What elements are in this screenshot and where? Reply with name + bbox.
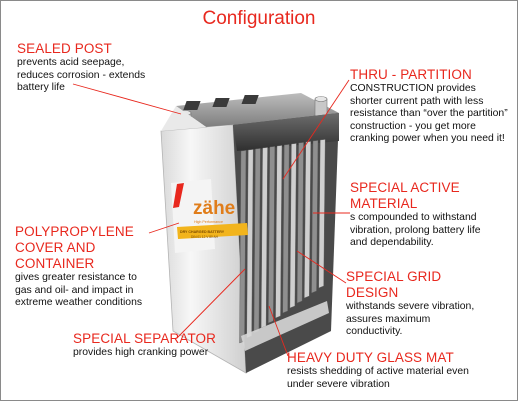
cutaway-interior: [233, 113, 339, 373]
callout-special-grid-design: SPECIAL GRID DESIGN withstands severe vi…: [346, 269, 474, 339]
callout-description: resists shedding of active material even…: [287, 366, 469, 390]
callout-heading: POLYPROPYLENE COVER AND CONTAINER: [15, 224, 134, 271]
brand-logo: zähe: [193, 198, 235, 219]
callout-description: s compounded to withstand vibration, pro…: [350, 212, 481, 249]
callout-sealed-post: SEALED POST prevents acid seepage, reduc…: [17, 41, 145, 95]
battery-plate: [268, 146, 276, 324]
battery-plate: [289, 143, 297, 309]
callout-heading: HEAVY DUTY GLASS MAT: [287, 350, 454, 365]
battery-plate: [318, 139, 326, 289]
battery-plate: [311, 140, 319, 294]
callout-description: gives greater resistance to gas and oil-…: [15, 272, 143, 309]
callout-heavy-duty-glass-mat: HEAVY DUTY GLASS MAT resists shedding of…: [287, 350, 469, 391]
callout-description: withstands severe vibration, assures max…: [346, 301, 475, 338]
callout-polypropylene-cover: POLYPROPYLENE COVER AND CONTAINER gives …: [15, 224, 142, 310]
terminal-post-right: [314, 96, 328, 118]
leader-grid-design: [296, 250, 347, 284]
callout-special-active-material: SPECIAL ACTIVE MATERIAL s compounded to …: [350, 180, 481, 250]
leader-sealed-post: [72, 83, 182, 115]
callout-description: prevents acid seepage, reduces corrosion…: [17, 57, 146, 94]
leader-glass-mat: [268, 305, 289, 357]
battery-plate: [282, 144, 290, 314]
callout-thru-partition: THRU - PARTITION CONSTRUCTION provides s…: [350, 67, 508, 146]
diagram-title: Configuration: [202, 8, 316, 29]
battery-plate: [296, 142, 304, 304]
callout-heading: SPECIAL ACTIVE MATERIAL: [350, 180, 460, 211]
callout-heading: SEALED POST: [17, 41, 112, 56]
callout-description: CONSTRUCTION provides shorter current pa…: [350, 83, 508, 145]
callout-heading: SPECIAL GRID DESIGN: [346, 269, 442, 300]
leader-lines: [72, 79, 350, 357]
brand-sublabel: High Performance: [194, 220, 223, 224]
leader-thru-partition: [282, 79, 350, 180]
callout-description: provides high cranking power: [73, 347, 209, 358]
callout-heading: THRU - PARTITION: [350, 67, 472, 82]
callout-special-separator: SPECIAL SEPARATOR provides high cranking…: [73, 331, 216, 360]
leader-polypropylene: [148, 222, 180, 234]
brand-panel: zähe High Performance DRY CHARGED BATTER…: [171, 179, 248, 253]
brand-band-text2: DIN 01 12 V 80 AH: [191, 235, 219, 239]
brand-band-text: DRY CHARGED BATTERY: [180, 230, 225, 234]
callout-heading: SPECIAL SEPARATOR: [73, 331, 216, 346]
leader-separator: [176, 268, 246, 339]
battery-plate: [275, 145, 283, 319]
